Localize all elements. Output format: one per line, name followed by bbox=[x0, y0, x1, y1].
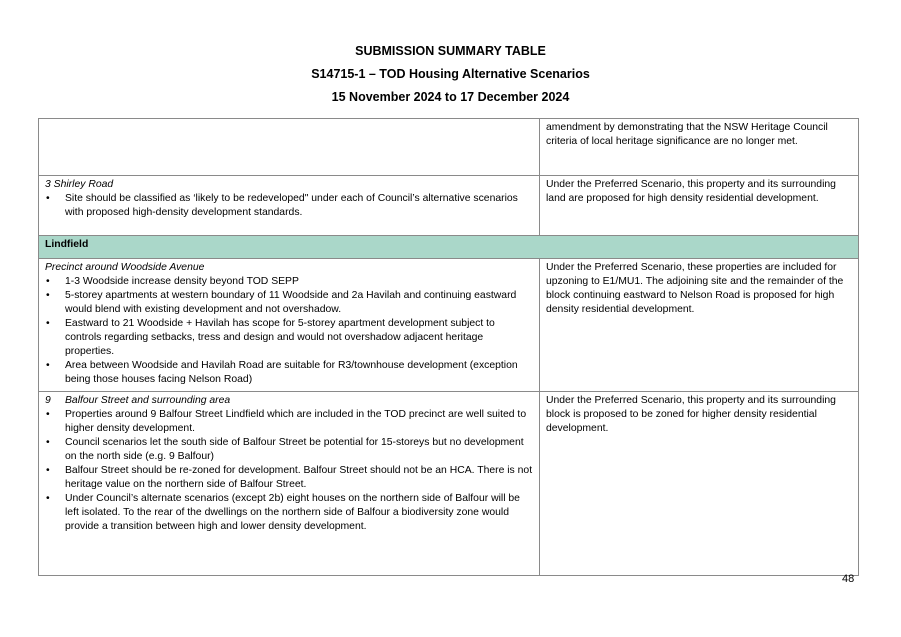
document-subtitle: S14715-1 – TOD Housing Alternative Scena… bbox=[311, 67, 590, 81]
response-cell: Under the Preferred Scenario, these prop… bbox=[539, 258, 859, 392]
list-item: Site should be classified as ‘likely to … bbox=[45, 192, 533, 220]
submission-bullets: Site should be classified as ‘likely to … bbox=[45, 192, 533, 220]
submission-heading: Precinct around Woodside Avenue bbox=[45, 262, 205, 273]
submission-summary-table: amendment by demonstrating that the NSW … bbox=[38, 118, 859, 576]
table-row: amendment by demonstrating that the NSW … bbox=[38, 118, 859, 176]
submission-cell: Precinct around Woodside Avenue 1-3 Wood… bbox=[38, 258, 540, 392]
table-row: Precinct around Woodside Avenue 1-3 Wood… bbox=[38, 258, 859, 392]
list-item: 5-storey apartments at western boundary … bbox=[45, 289, 533, 317]
list-item: Area between Woodside and Havilah Road a… bbox=[45, 359, 533, 387]
submission-heading: 3 Shirley Road bbox=[45, 179, 114, 190]
list-item: Eastward to 21 Woodside + Havilah has sc… bbox=[45, 317, 533, 359]
table-row: 9 Balfour Street and surrounding area Pro… bbox=[38, 391, 859, 576]
section-header-row: Lindfield bbox=[38, 235, 859, 259]
submission-cell: 3 Shirley Road Site should be classified… bbox=[38, 175, 540, 236]
list-item: 1-3 Woodside increase density beyond TOD… bbox=[45, 275, 533, 289]
submission-number: 9 bbox=[45, 395, 51, 406]
list-item: Council scenarios let the south side of … bbox=[45, 436, 533, 464]
submission-bullets: Properties around 9 Balfour Street Lindf… bbox=[45, 408, 533, 534]
response-cell: amendment by demonstrating that the NSW … bbox=[539, 118, 859, 176]
document-title: SUBMISSION SUMMARY TABLE bbox=[355, 44, 546, 58]
submission-heading: 9 Balfour Street and surrounding area bbox=[45, 394, 533, 408]
submission-cell bbox=[38, 118, 540, 176]
submission-bullets: 1-3 Woodside increase density beyond TOD… bbox=[45, 275, 533, 387]
table-row: 3 Shirley Road Site should be classified… bbox=[38, 175, 859, 236]
list-item: Properties around 9 Balfour Street Lindf… bbox=[45, 408, 533, 436]
submission-cell: 9 Balfour Street and surrounding area Pro… bbox=[38, 391, 540, 576]
response-cell: Under the Preferred Scenario, this prope… bbox=[539, 391, 859, 576]
list-item: Under Council’s alternate scenarios (exc… bbox=[45, 492, 533, 534]
submission-heading-text: Balfour Street and surrounding area bbox=[65, 395, 231, 406]
response-cell: Under the Preferred Scenario, this prope… bbox=[539, 175, 859, 236]
document-date-range: 15 November 2024 to 17 December 2024 bbox=[331, 90, 570, 104]
section-label: Lindfield bbox=[38, 235, 859, 259]
list-item: Balfour Street should be re-zoned for de… bbox=[45, 464, 533, 492]
page-number: 48 bbox=[842, 573, 855, 585]
